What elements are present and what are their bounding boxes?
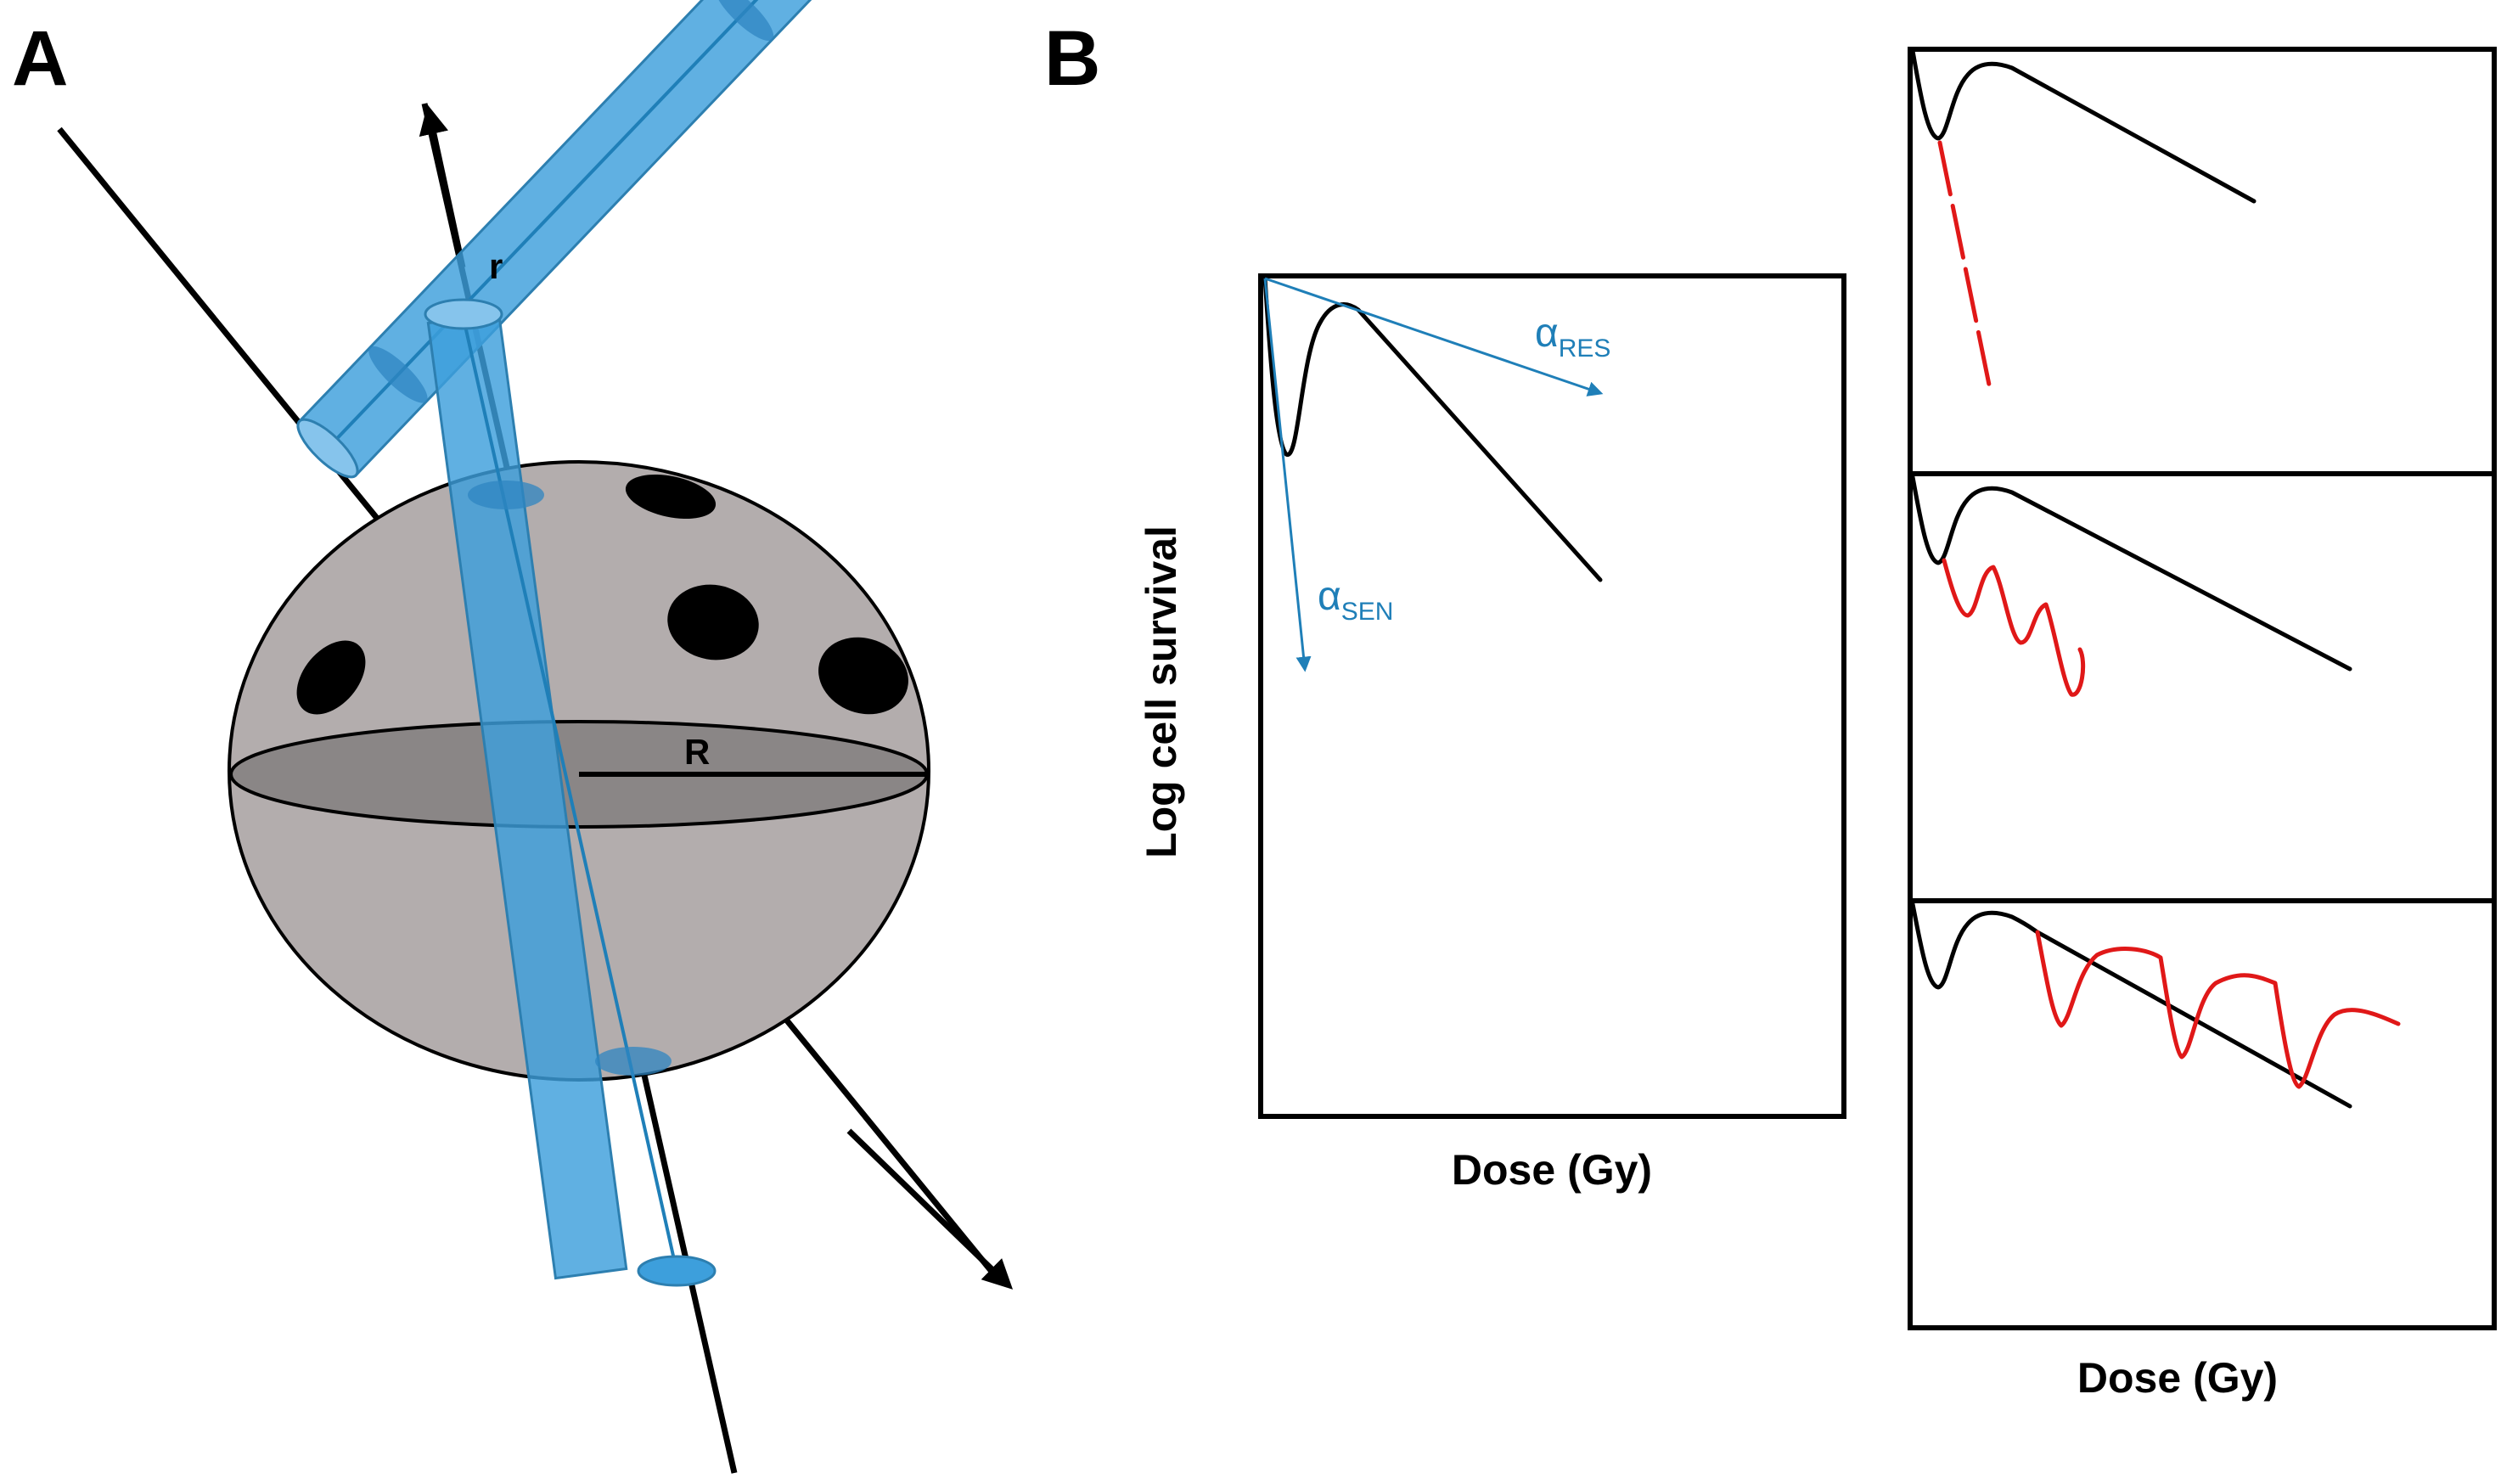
stacked-plot-3-fraction-curve [2035, 930, 2401, 1089]
stacked-plot-1-fraction-curve [1937, 140, 1993, 396]
sphere-spot [296, 640, 366, 715]
alpha-sen-slope-arrow [1263, 278, 1312, 672]
main-plot-xlabel: Dose (Gy) [1452, 1146, 1652, 1194]
track-section [468, 481, 544, 509]
nucleus-radius-label: R [684, 732, 710, 772]
alpha-res-slope-arrow [1264, 277, 1604, 396]
stacked-plots-xlabel: Dose (Gy) [2077, 1354, 2278, 1402]
track-cap-bottom [637, 1255, 717, 1287]
main-plot-ylabel: Log cell survival [1138, 526, 1185, 858]
panel-b: B Log cell survival Dose (Gy) αRES αSEN … [1044, 15, 2497, 1402]
trajectory-arrow-exit [846, 1128, 1014, 1290]
trajectory-arrow-top [419, 104, 466, 268]
stacked-plot-1-curve [1910, 48, 2257, 204]
alpha-sen-label: αSEN [1318, 574, 1393, 626]
sphere-spot [667, 584, 759, 660]
panel-a: A R r [12, 0, 1014, 1474]
stacked-plot-3-frame [1908, 898, 2497, 1330]
sphere-spot [625, 474, 717, 520]
main-survival-curve [1262, 276, 1603, 582]
track-section [595, 1047, 672, 1076]
stacked-plot-1-frame [1908, 47, 2497, 476]
sphere-spot [818, 637, 908, 715]
track-radius-label: r [489, 246, 503, 286]
stacked-plot-2-fraction-curve [1942, 558, 2086, 697]
stacked-plot-2-curve [1910, 475, 2352, 672]
alpha-res-label: αRES [1535, 311, 1610, 363]
track-cap-top [424, 298, 503, 330]
panel-b-letter: B [1044, 15, 1100, 102]
ion-track-cylinder-1 [296, 0, 897, 479]
stacked-plot-2-frame [1908, 471, 2497, 903]
stacked-plot-3-curve [1910, 902, 2352, 1109]
main-plot-frame [1258, 273, 1846, 1119]
panel-a-letter: A [12, 15, 68, 102]
track-core-line [462, 318, 678, 1272]
